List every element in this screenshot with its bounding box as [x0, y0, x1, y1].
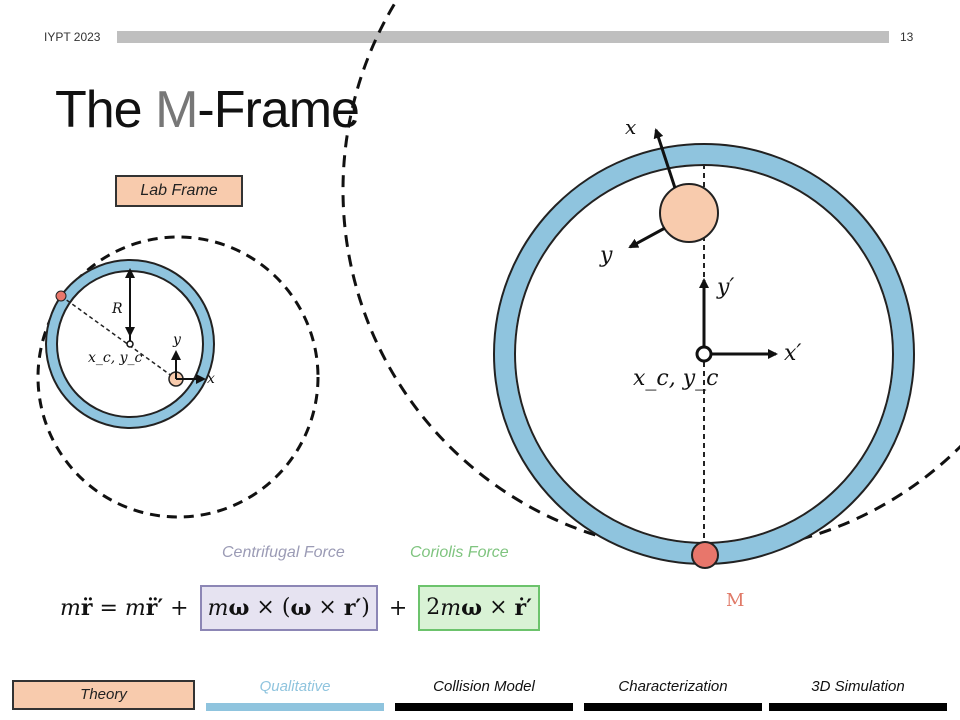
- small-radius-label: R: [111, 301, 123, 317]
- header-progress-bar: [117, 31, 889, 43]
- small-dashed-diagonal: [60, 295, 177, 380]
- coriolis-term-box: 2mω × ṙ′: [418, 585, 540, 631]
- center-point: [695, 345, 713, 363]
- page-number: 13: [900, 30, 914, 44]
- tab-characterization[interactable]: Characterization: [618, 678, 728, 695]
- centrifugal-force-label: Centrifugal Force: [222, 544, 345, 561]
- tab-collision-model-bar: [395, 703, 573, 711]
- tab-3d-simulation[interactable]: 3D Simulation: [811, 678, 905, 695]
- tab-3d-simulation-bar: [769, 703, 947, 711]
- small-point-m: [55, 290, 67, 302]
- tab-qualitative-bar: [206, 703, 384, 711]
- large-ball: [659, 183, 719, 243]
- large-x-label: x: [625, 115, 636, 139]
- large-y-label: y: [599, 243, 613, 268]
- centrifugal-term-box: mω × (ω × r′): [199, 585, 378, 631]
- small-y-label: y: [172, 332, 182, 348]
- tab-collision-model[interactable]: Collision Model: [433, 678, 535, 695]
- large-xprime-label: x′: [784, 341, 801, 366]
- tab-characterization-bar: [584, 703, 762, 711]
- small-center-point: [126, 340, 134, 348]
- equation-of-motion: mr̈ = mr̈′ + mω × (ω × r′) + 2mω × ṙ′: [60, 585, 544, 631]
- large-center-label: x_c, y_c: [633, 366, 718, 391]
- small-center-label: x_c, y_c: [88, 350, 143, 366]
- lab-frame-label: Lab Frame: [115, 175, 243, 207]
- small-x-label: x: [207, 371, 215, 387]
- conference-label: IYPT 2023: [44, 30, 101, 44]
- point-m-label: M: [726, 590, 745, 611]
- ball-x-arrow: [653, 128, 677, 189]
- page-title: The M-Frame: [55, 81, 360, 139]
- ball-y-arrow: [628, 226, 666, 249]
- nav-theory[interactable]: Theory: [12, 680, 195, 710]
- large-yprime-label: y′: [716, 275, 734, 300]
- tab-qualitative[interactable]: Qualitative: [259, 678, 331, 695]
- small-dashed-orbit: [36, 235, 320, 519]
- point-m: [691, 541, 719, 569]
- coriolis-force-label: Coriolis Force: [410, 544, 509, 561]
